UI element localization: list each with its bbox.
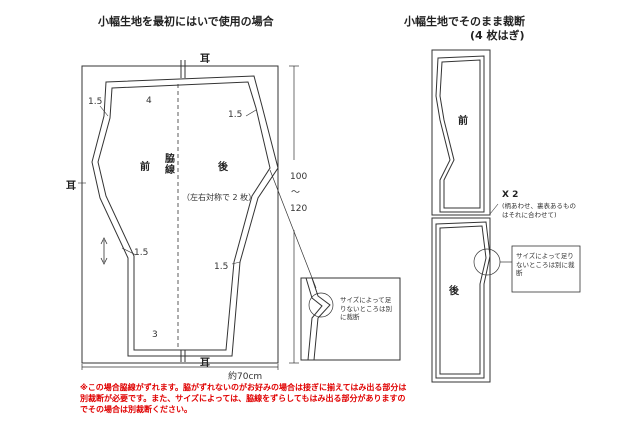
pant-pattern-inner	[97, 81, 271, 351]
right-title: 小幅生地でそのまま裁断	[404, 15, 525, 28]
multiplier-label: X 2	[502, 190, 519, 200]
back-pattern-outer	[435, 221, 491, 379]
length-max: 120	[290, 204, 308, 214]
inset-seam-left-inner	[305, 277, 323, 361]
dim-left-top: 1.5	[88, 97, 103, 107]
back-pattern-inner	[439, 225, 487, 375]
length-min: 100	[290, 172, 308, 182]
ear-label-top: 耳	[200, 54, 210, 65]
dim-left-mid: 1.5	[134, 248, 149, 258]
back-label-left: 後	[218, 162, 228, 173]
fabric-strip-back	[431, 217, 491, 383]
side-seam-label: 脇線	[165, 154, 175, 176]
leader-right-mid	[231, 261, 241, 265]
leader-left-mid	[121, 247, 137, 256]
dim-bottom: 3	[152, 330, 158, 340]
leader-multiplier	[489, 203, 499, 215]
ear-label-bottom: 耳	[200, 358, 210, 369]
inset-text-right: サイズによって足りないところは別に裁断	[516, 252, 575, 277]
leader-left-top	[99, 105, 109, 117]
dim-right-top: 1.5	[228, 110, 243, 120]
multiplier-note: (柄あわせ、裏表あるものはそれに合わせて)	[502, 202, 577, 219]
dim-top-seam: 4	[146, 96, 152, 106]
symmetric-note: （左右対称で 2 枚）	[182, 193, 257, 202]
fabric-outline	[81, 65, 279, 364]
ear-label-left: 耳	[66, 181, 76, 192]
right-subtitle: (4 枚はぎ)	[470, 29, 525, 42]
back-label-right: 後	[449, 286, 459, 297]
fabric-strip-front	[431, 49, 491, 216]
inset-circle-left	[308, 292, 334, 318]
width-label: 約70cm	[228, 372, 263, 382]
inset-box-right	[511, 245, 581, 293]
left-title: 小幅生地を最初にはいで使用の場合	[98, 15, 274, 28]
footer-note: ※この場合脇線がずれます。脇がずれないのがお好みの場合は接ぎに揃えてはみ出る部分…	[80, 383, 407, 414]
dim-right-mid: 1.5	[214, 262, 229, 272]
leader-right-top	[245, 109, 257, 117]
front-pattern-inner	[439, 59, 481, 209]
inset-box-left	[300, 277, 401, 361]
front-label-right: 前	[458, 116, 468, 127]
length-sep: ～	[291, 188, 301, 198]
grain-arrow-head-down	[100, 257, 108, 265]
inset-connector-left	[269, 169, 317, 289]
inset-seam-left-outer	[311, 277, 331, 361]
pant-pattern-outer	[91, 75, 279, 357]
front-pattern-outer	[435, 55, 485, 213]
grain-arrow-head-up	[100, 237, 108, 245]
front-label-left: 前	[140, 162, 150, 173]
inset-text-left: サイズによって足りないところは別に裁断	[340, 296, 392, 321]
